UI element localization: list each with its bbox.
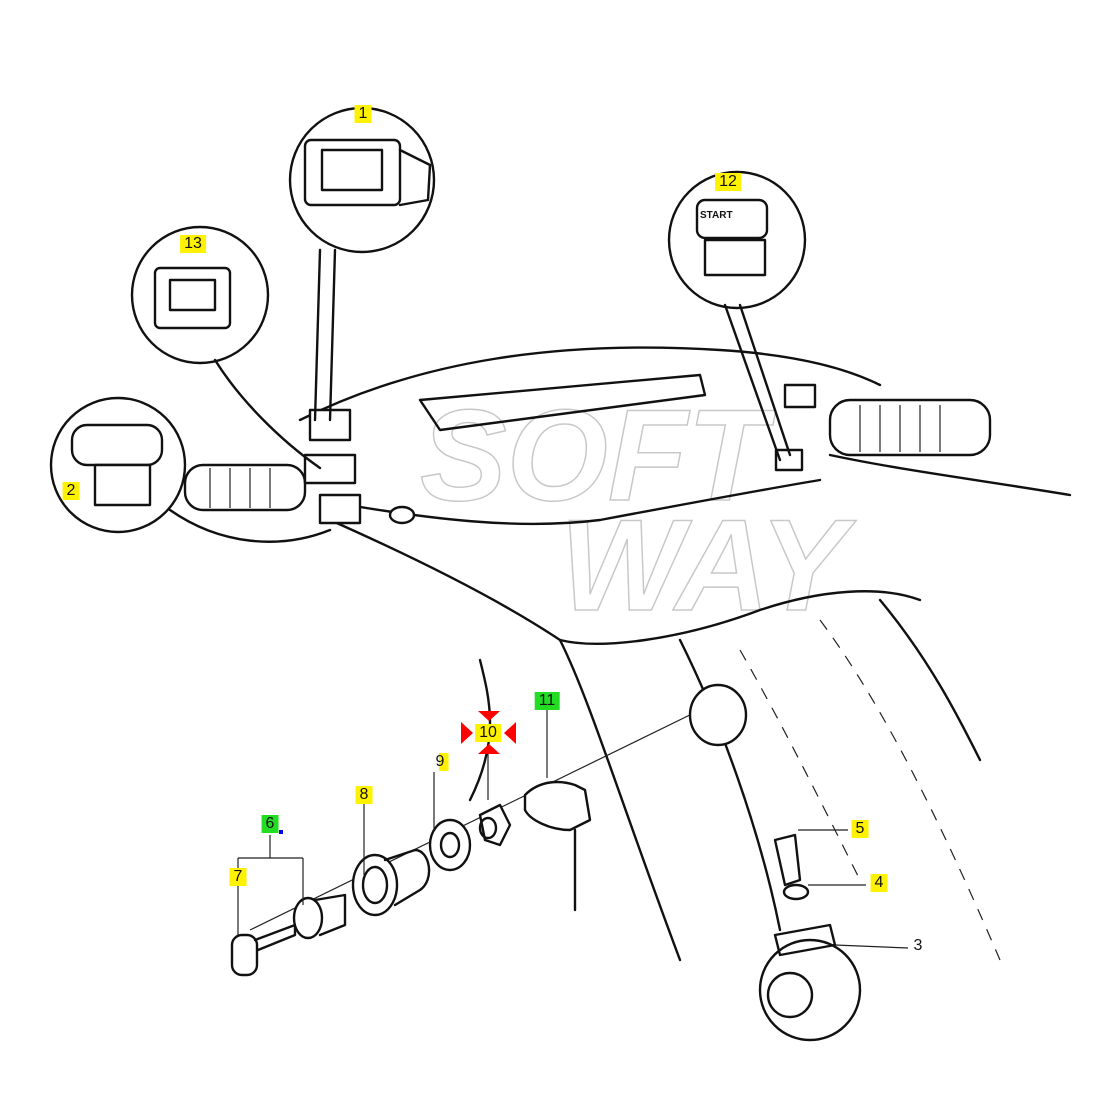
callout-9[interactable]: 9 xyxy=(431,753,449,771)
ignition-parts xyxy=(230,683,862,1042)
callout-6[interactable]: 6 xyxy=(261,815,279,833)
callout-13[interactable]: 13 xyxy=(180,235,206,253)
leader-lines xyxy=(237,710,909,949)
callout-12[interactable]: 12 xyxy=(715,173,741,191)
callout-4[interactable]: 4 xyxy=(870,874,888,892)
start-button-text: START xyxy=(700,210,733,221)
callout-7[interactable]: 7 xyxy=(229,868,247,886)
watermark-soft: SOFT xyxy=(420,382,776,528)
detail-circle-1 xyxy=(288,106,436,422)
detail-circle-12: START xyxy=(667,170,807,462)
callout-2[interactable]: 2 xyxy=(62,482,80,500)
callout-5[interactable]: 5 xyxy=(851,820,869,838)
callout-3[interactable]: 3 xyxy=(913,937,923,954)
detail-circle-13 xyxy=(130,225,322,470)
callout-11[interactable]: 11 xyxy=(534,692,560,710)
callout-1[interactable]: 1 xyxy=(354,105,372,123)
watermark-way: WAY xyxy=(560,492,857,638)
marker-dot xyxy=(279,830,283,834)
watermark: SOFT WAY xyxy=(419,381,857,639)
callout-10[interactable]: 10 xyxy=(475,724,501,742)
detail-circle-2 xyxy=(49,396,332,543)
selection-marker xyxy=(461,711,516,754)
callout-8[interactable]: 8 xyxy=(355,786,373,804)
